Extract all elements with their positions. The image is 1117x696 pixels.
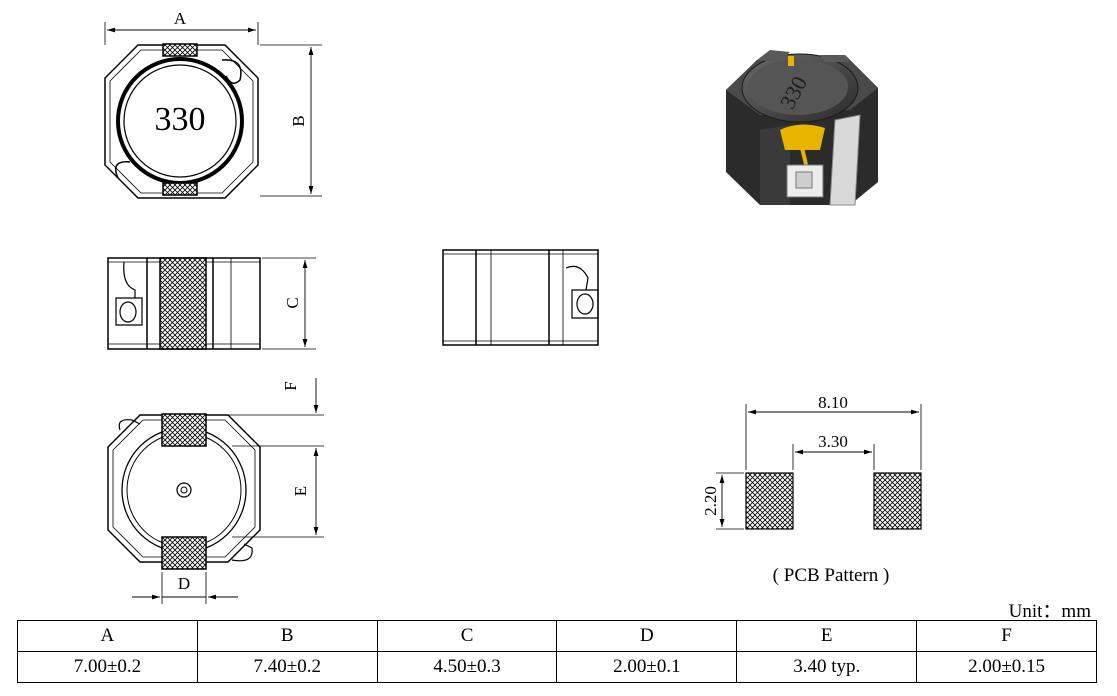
dim-label-a: A: [174, 9, 187, 28]
value-cell: 3.40 typ.: [736, 651, 918, 683]
top-terminal-lower: [162, 182, 198, 196]
table-value-row: 7.00±0.2 7.40±0.2 4.50±0.3 2.00±0.1 3.40…: [17, 651, 1097, 683]
side-view-right: [442, 249, 599, 346]
value-cell: 2.00±0.1: [556, 651, 738, 683]
header-cell: E: [736, 620, 918, 652]
pcb-pad-right: [873, 472, 922, 530]
header-cell: F: [916, 620, 1097, 652]
value-cell: 4.50±0.3: [376, 651, 558, 683]
side-view2-body: [442, 249, 599, 346]
dim-label-c: C: [283, 297, 302, 308]
dim-label-e: E: [291, 486, 310, 496]
dim-label-b: B: [289, 115, 308, 126]
header-cell: B: [196, 620, 378, 652]
unit-note: Unit：mm: [1008, 601, 1091, 622]
table-header-row: A B C D E F: [17, 620, 1097, 652]
header-cell: D: [556, 620, 738, 652]
pcb-overall-width: 8.10: [818, 393, 848, 412]
value-cell: 7.00±0.2: [17, 651, 198, 683]
value-cell: 2.00±0.15: [916, 651, 1097, 683]
top-terminal-upper: [162, 43, 198, 57]
pcb-gap: 3.30: [818, 432, 848, 451]
value-cell: 7.40±0.2: [196, 651, 378, 683]
dim-label-d: D: [178, 574, 190, 593]
pcb-pattern: [716, 404, 922, 530]
header-cell: C: [376, 620, 558, 652]
bottom-view: [107, 378, 324, 604]
pcb-caption: ( PCB Pattern ): [773, 565, 890, 586]
pcb-pad-left: [745, 472, 794, 530]
dimensions-table: A B C D E F 7.00±0.2 7.40±0.2 4.50±0.3 2…: [17, 620, 1097, 683]
side-view-left: [107, 257, 316, 350]
header-cell: A: [17, 620, 198, 652]
bottom-view-outline: [107, 414, 261, 563]
dim-label-f: F: [281, 381, 300, 390]
bottom-terminal-upper: [161, 413, 207, 447]
top-view-outline: [104, 44, 259, 199]
pcb-pad-height: 2.20: [701, 486, 720, 516]
side-terminal: [159, 257, 207, 350]
top-view-marking: 330: [155, 101, 206, 138]
bottom-terminal-lower: [161, 536, 207, 570]
product-3d-render: [726, 50, 878, 206]
top-view: [104, 22, 322, 199]
center-hole: [176, 482, 192, 498]
